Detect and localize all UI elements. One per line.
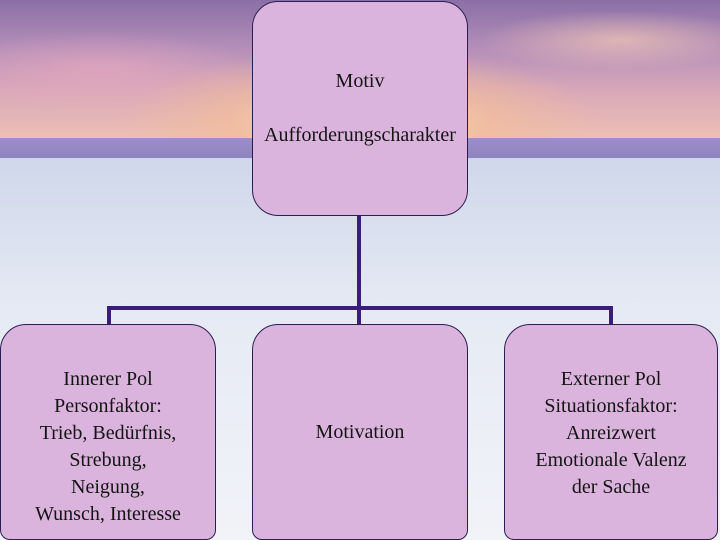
externer-pol-node: Externer Pol Situationsfaktor: Anreizwer… bbox=[504, 324, 718, 540]
motivation-node: Motivation bbox=[252, 324, 468, 540]
innerer-pol-line: Innerer Pol bbox=[63, 368, 153, 390]
innerer-pol-line: Personfaktor: bbox=[54, 395, 162, 417]
externer-pol-line: Externer Pol bbox=[560, 367, 662, 390]
motivation-label: Motivation bbox=[315, 420, 405, 443]
innerer-pol-line: Trieb, Bedürfnis, bbox=[39, 422, 177, 444]
externer-pol-line: Emotionale Valenz bbox=[535, 448, 687, 471]
aufforderungscharakter-label: Aufforderungscharakter bbox=[264, 124, 456, 146]
innerer-pol-node: Innerer Pol Personfaktor: Trieb, Bedürfn… bbox=[0, 324, 216, 540]
externer-pol-line: Anreizwert bbox=[566, 421, 656, 444]
innerer-pol-line: Wunsch, Interesse bbox=[35, 503, 181, 525]
innerer-pol-line: Strebung, bbox=[69, 449, 147, 471]
externer-pol-line: Situationsfaktor: bbox=[544, 394, 678, 417]
externer-pol-line: der Sache bbox=[571, 475, 651, 498]
motiv-node: Motiv Aufforderungscharakter bbox=[252, 1, 468, 216]
innerer-pol-line: Neigung, bbox=[71, 476, 145, 498]
motiv-label: Motiv bbox=[335, 70, 385, 92]
